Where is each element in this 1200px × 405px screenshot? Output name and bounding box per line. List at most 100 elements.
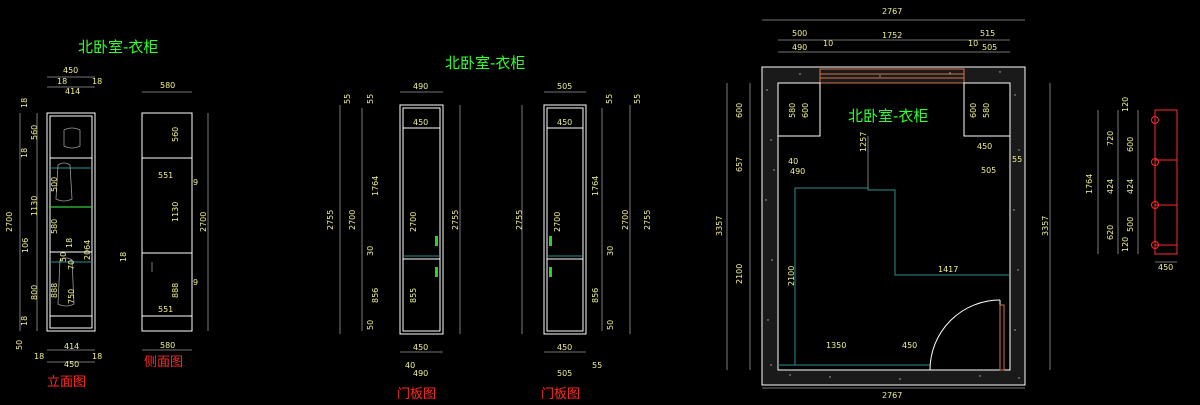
front-left-106: 106	[21, 238, 30, 253]
plan-inner-1257: 1257	[859, 132, 868, 152]
plan-top-505: 505	[982, 43, 997, 52]
door1-bottom-450: 450	[413, 343, 428, 352]
plan-left-3357: 3357	[715, 216, 724, 236]
plan-inner-1417: 1417	[938, 265, 958, 274]
plan-inner-55: 55	[1012, 155, 1022, 164]
side-inner-1130: 1130	[171, 202, 180, 222]
plan-window	[819, 68, 965, 84]
door1-2755-right: 2755	[451, 210, 460, 230]
front-inner-888: 888	[50, 283, 59, 298]
door1-top-490: 490	[413, 82, 428, 91]
plan-left-2100: 2100	[735, 264, 744, 284]
plan-inner-40: 40	[788, 157, 798, 166]
plan-inner-580b: 580	[982, 103, 991, 118]
caption-door-panel-2: 门板图	[541, 387, 580, 402]
front-left-1130: 1130	[30, 196, 39, 216]
right-panel-hole-4	[1151, 241, 1159, 249]
door1-856: 856	[371, 288, 380, 303]
side-inner-9a: 9	[193, 178, 198, 187]
door1-top-55a: 55	[343, 94, 352, 104]
folded-items	[63, 127, 81, 149]
plan-top-10a: 10	[823, 39, 833, 48]
plan-wardrobe-left	[777, 82, 821, 137]
plan-left-600: 600	[735, 103, 744, 118]
hanging-clothes-1	[55, 162, 73, 202]
plan-wardrobe-right	[963, 82, 1011, 137]
front-view-inner-outline	[49, 115, 93, 329]
door1-855-inner: 855	[409, 288, 418, 303]
door1-2700-inner: 2700	[409, 212, 418, 232]
door2-2700-right: 2700	[621, 210, 630, 230]
plan-inner-2100: 2100	[787, 266, 796, 286]
front-view-outline	[46, 112, 96, 332]
right-dim-500: 500	[1126, 217, 1135, 232]
right-dim-620: 620	[1106, 225, 1115, 240]
front-left-560: 560	[30, 125, 39, 140]
door1-2700-left: 2700	[348, 210, 357, 230]
front-bottom-414: 414	[64, 342, 79, 351]
plan-top-500: 500	[792, 29, 807, 38]
right-dim-1764: 1764	[1085, 174, 1094, 194]
right-dim-120b: 120	[1121, 237, 1130, 252]
door2-handle-lower	[549, 267, 552, 277]
right-panel-outline	[1154, 109, 1178, 255]
caption-door-panel-1: 门板图	[397, 387, 436, 402]
door-panel-1: 490 55 55 450 2755 2700 1764 30 856 50 2…	[326, 82, 461, 402]
front-inner-50: 50	[59, 252, 68, 262]
door1-handle-upper	[435, 236, 438, 246]
door1-30: 30	[366, 246, 375, 256]
plan-inner-490: 490	[790, 167, 805, 176]
side-inner-560: 560	[171, 127, 180, 142]
front-bottom-18a: 18	[34, 352, 44, 361]
plan-door-frame	[999, 304, 1005, 371]
side-inner-551b: 551	[158, 305, 173, 314]
title-north-bedroom-1: 北卧室-衣柜	[78, 38, 158, 56]
front-bottom-450: 450	[64, 360, 79, 369]
door1-outline	[399, 104, 444, 335]
plan-inner-450b: 450	[902, 341, 917, 350]
door2-bottom-450: 450	[557, 343, 572, 352]
door2-top-55a: 55	[605, 94, 614, 104]
front-left-800: 800	[30, 285, 39, 300]
front-inner-750: 750	[67, 289, 76, 304]
front-top-18b: 18	[92, 77, 102, 86]
plan-inner-600b: 600	[969, 103, 978, 118]
right-panel-elevation: 120 720 600 1764 424 424 620 500 120 450	[1085, 97, 1178, 272]
front-inner-70: 70	[67, 260, 76, 270]
right-dim-424b: 424	[1126, 179, 1135, 194]
plan-bed-outline	[795, 187, 1010, 276]
side-top-580: 580	[160, 81, 175, 90]
right-panel-hole-3	[1151, 201, 1159, 209]
right-dim-450: 450	[1158, 263, 1173, 272]
door2-inner	[546, 107, 584, 332]
door1-bottom-40: 40	[405, 361, 415, 370]
side-inner-18: 18	[119, 252, 128, 262]
front-top-450: 450	[63, 66, 78, 75]
front-bottom-18b: 18	[92, 352, 102, 361]
door2-top-450: 450	[557, 118, 572, 127]
door1-1764: 1764	[371, 176, 380, 196]
plan-inner-505: 505	[981, 166, 996, 175]
door2-1764: 1764	[591, 176, 600, 196]
plan-wall-hatching	[765, 71, 1020, 380]
front-inner-18: 18	[65, 238, 74, 248]
title-north-bedroom-3: 北卧室-衣柜	[848, 107, 928, 125]
front-top-18a: 18	[57, 77, 67, 86]
door2-2755-right: 2755	[643, 210, 652, 230]
door2-856: 856	[591, 288, 600, 303]
plan-left-657: 657	[735, 157, 744, 172]
plan-top-515: 515	[980, 29, 995, 38]
door2-2700-inner: 2700	[553, 212, 562, 232]
side-view-outline	[141, 112, 193, 332]
door1-inner	[402, 107, 441, 332]
door1-bottom-490: 490	[413, 369, 428, 378]
front-left-50: 50	[15, 340, 24, 350]
door1-50: 50	[366, 320, 375, 330]
plan-top-2767: 2767	[882, 7, 902, 16]
door1-handle-lower	[435, 267, 438, 277]
plan-right-3357: 3357	[1041, 216, 1050, 236]
right-dim-120a: 120	[1121, 97, 1130, 112]
front-inner-500: 500	[50, 177, 59, 192]
hanging-clothes-2	[57, 257, 75, 307]
